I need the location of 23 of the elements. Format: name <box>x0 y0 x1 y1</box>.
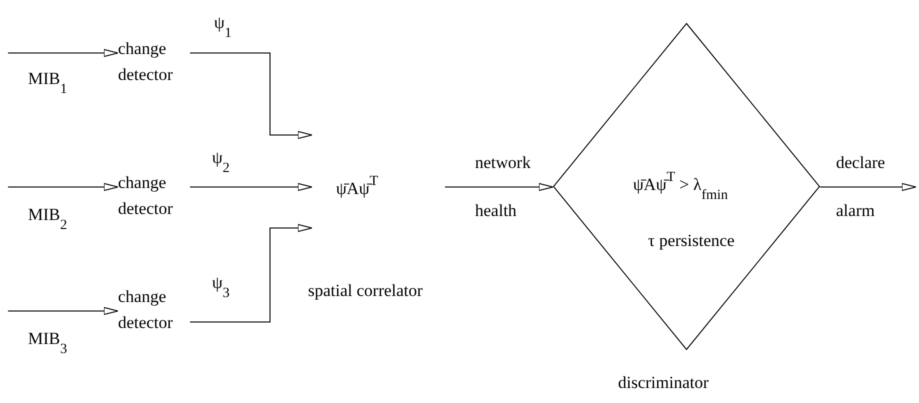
arrow <box>8 49 118 57</box>
caption-label: spatial correlator <box>308 280 423 302</box>
edge-label: ψ$_{3}$ <box>212 272 230 303</box>
arrow <box>8 183 118 191</box>
arrow <box>444 183 554 191</box>
formula-text: ψ̄Aψ̄$^{T}$ <box>335 173 380 200</box>
edge-label: MIB$_{1}$ <box>28 68 68 99</box>
node-label: change detector <box>118 38 174 86</box>
node-label: change detector <box>118 172 174 220</box>
arrow <box>820 183 916 191</box>
arrow <box>8 307 118 315</box>
edge-label: ψ$_{1}$ <box>214 12 232 43</box>
caption-label: discriminator <box>618 372 709 394</box>
edge-label: ψ$_{2}$ <box>212 147 230 178</box>
edge-label: declare alarm <box>836 152 886 222</box>
edge-label: MIB$_{2}$ <box>28 204 68 235</box>
edge-label: MIB$_{3}$ <box>28 328 68 359</box>
condition-text: τ persistence <box>648 230 735 252</box>
arrow <box>190 183 312 191</box>
formula-text: ψ̄Aψ̄$^{T}$ > λ$_{fmin}$ <box>633 169 728 205</box>
arrow <box>190 224 312 322</box>
arrow <box>190 52 312 139</box>
node-label: change detector <box>118 286 174 334</box>
